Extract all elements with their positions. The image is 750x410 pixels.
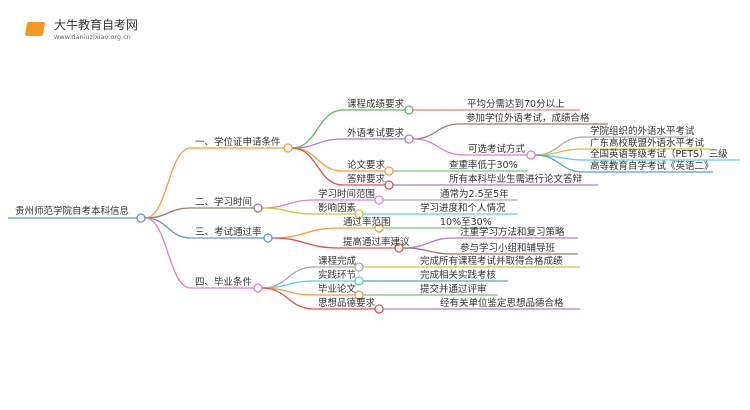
leaf-node[interactable]: 查重率低于30% <box>449 160 518 171</box>
topic-node[interactable]: 答辩要求 <box>347 174 386 185</box>
leaf-node[interactable]: 注重学习方法和复习策略 <box>460 227 565 238</box>
collapse-toggle[interactable] <box>374 195 384 205</box>
collapse-toggle[interactable] <box>354 262 364 272</box>
topic-node-edge <box>291 147 344 186</box>
leaf-node[interactable]: 完成所有课程考试并取得合格成绩 <box>420 256 563 267</box>
leaf-node[interactable]: 提交并通过评审 <box>420 284 487 295</box>
topic-node[interactable]: 影响因素 <box>318 203 357 214</box>
topic-node-edge <box>261 207 315 215</box>
topic-node[interactable]: 外语考试要求 <box>347 128 405 139</box>
collapse-toggle[interactable] <box>354 290 364 300</box>
branch-node-edge <box>144 147 192 219</box>
collapse-toggle[interactable] <box>253 203 263 213</box>
collapse-toggle[interactable] <box>526 150 536 160</box>
subtopic-node-edge <box>412 138 465 156</box>
topic-node[interactable]: 提高通过率建议 <box>343 237 410 248</box>
collapse-toggle[interactable] <box>384 180 394 190</box>
leaf-node[interactable]: 高等教育自学考试《英语二》 <box>590 161 714 172</box>
collapse-toggle[interactable] <box>404 105 414 115</box>
branch-node[interactable]: 二、学习时间 <box>195 197 253 208</box>
topic-node-edge <box>271 227 340 239</box>
subtopic-node[interactable]: 可选考试方式 <box>468 144 526 155</box>
collapse-toggle[interactable] <box>404 134 414 144</box>
collapse-toggle[interactable] <box>253 283 263 293</box>
leaf-node[interactable]: 学习进度和个人情况 <box>420 203 506 214</box>
leaf-node[interactable]: 学院组织的外语水平考试 <box>590 126 695 137</box>
topic-node-edge <box>261 287 315 310</box>
leaf-edge <box>534 148 585 156</box>
branch-node-edge <box>144 217 192 289</box>
leaf-node[interactable]: 参与学习小组和辅导班 <box>460 243 556 254</box>
leaf-node[interactable]: 完成相关实践考核 <box>420 270 497 281</box>
topic-node[interactable]: 毕业论文 <box>318 284 357 295</box>
logo: 大牛教育自考网 www.daniuzixiao.org.cn <box>18 14 168 44</box>
collapse-toggle[interactable] <box>394 243 404 253</box>
collapse-toggle[interactable] <box>354 276 364 286</box>
topic-node[interactable]: 通过率范围 <box>343 217 391 228</box>
collapse-toggle[interactable] <box>136 213 146 223</box>
branch-node[interactable]: 一、学位证申请条件 <box>195 137 281 148</box>
topic-node-edge <box>291 138 344 149</box>
topic-node[interactable]: 课程成绩要求 <box>347 99 405 110</box>
leaf-node[interactable]: 参加学位外语考试，成绩合格 <box>466 113 590 124</box>
collapse-toggle[interactable] <box>263 233 273 243</box>
leaf-edge <box>412 123 461 140</box>
collapse-toggle[interactable] <box>374 304 384 314</box>
logo-url: www.daniuzixiao.org.cn <box>54 33 131 41</box>
collapse-toggle[interactable] <box>283 143 293 153</box>
leaf-node[interactable]: 广东高校联盟外语水平考试 <box>590 138 705 149</box>
leaf-node[interactable]: 平均分需达到70分以上 <box>467 99 565 110</box>
topic-node-edge <box>271 237 340 249</box>
branch-node[interactable]: 三、考试通过率 <box>195 227 262 238</box>
leaf-node[interactable]: 所有本科毕业生需进行论文答辩 <box>449 174 583 185</box>
collapse-toggle[interactable] <box>354 209 364 219</box>
leaf-node[interactable]: 全国英语等级考试（PETS）三级 <box>590 149 728 160</box>
leaf-node[interactable]: 通常为2.5至5年 <box>440 189 509 200</box>
topic-node[interactable]: 实践环节 <box>318 270 357 281</box>
collapse-toggle[interactable] <box>374 223 384 233</box>
topic-node-edge <box>261 199 315 209</box>
topic-node[interactable]: 思想品德要求 <box>318 298 376 309</box>
branch-node-edge <box>144 207 192 219</box>
topic-node[interactable]: 论文要求 <box>347 160 386 171</box>
leaf-node[interactable]: 经有关单位鉴定思想品德合格 <box>440 298 564 309</box>
leaf-node[interactable]: 10%至30% <box>440 217 492 228</box>
leaf-edge <box>534 154 585 173</box>
root-node[interactable]: 贵州师范学院自考本科信息 <box>15 206 130 217</box>
collapse-toggle[interactable] <box>384 166 394 176</box>
logo-name: 大牛教育自考网 <box>54 18 139 32</box>
topic-node[interactable]: 课程完成 <box>318 256 357 267</box>
topic-node[interactable]: 学习时间范围 <box>318 189 376 200</box>
leaf-edge <box>402 247 455 255</box>
branch-node-edge <box>144 217 192 239</box>
branch-node[interactable]: 四、毕业条件 <box>195 277 253 288</box>
topic-node-edge <box>291 109 344 149</box>
leaf-edge <box>402 237 455 249</box>
